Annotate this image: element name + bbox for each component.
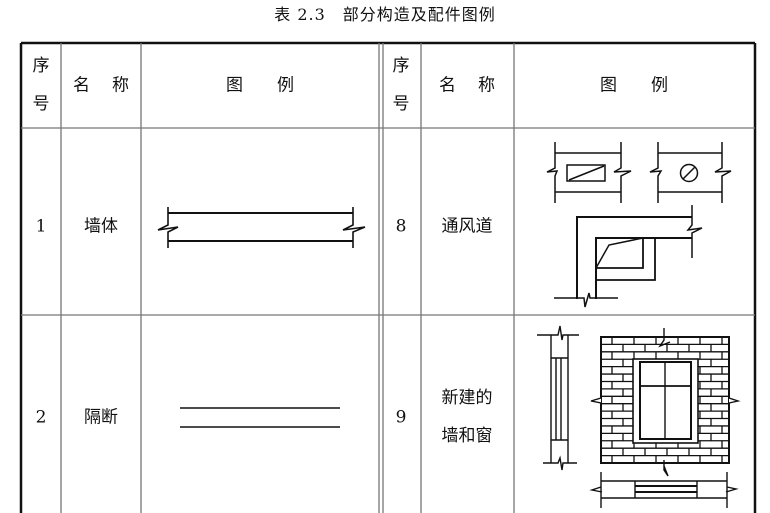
row-name: 新建的墙和窗 <box>442 379 493 455</box>
header-name: 名称 <box>73 77 129 95</box>
ventilation-duct-symbol <box>546 142 732 308</box>
row-name-line1: 新建的 <box>441 388 493 408</box>
header-name-text: 名称 <box>72 75 152 96</box>
header-name-right: 名称 <box>439 77 495 95</box>
header-no: 序号 <box>33 47 50 123</box>
header-no-line1: 序 <box>392 56 410 76</box>
row-name: 通风道 <box>441 216 493 237</box>
wall-symbol <box>157 207 366 248</box>
row-name-line2: 墙和窗 <box>441 426 493 446</box>
row-no: 9 <box>395 407 407 428</box>
header-no-right: 序号 <box>393 47 410 123</box>
row-name: 隔断 <box>84 407 118 428</box>
header-no-line1: 序 <box>32 56 50 76</box>
header-legend-right: 图例 <box>600 77 668 95</box>
partition-symbol <box>180 407 340 428</box>
header-no-line2: 号 <box>32 94 50 114</box>
row-no: 2 <box>35 407 47 428</box>
row-no: 8 <box>395 216 407 237</box>
header-no-line2: 号 <box>392 94 410 114</box>
header-legend-text: 图例 <box>600 75 702 96</box>
table-caption: 表 2.3 部分构造及配件图例 <box>274 5 496 24</box>
header-legend: 图例 <box>226 77 294 95</box>
new-wall-and-window-symbol <box>537 325 741 508</box>
row-name: 墙体 <box>84 216 118 237</box>
row-no: 1 <box>35 216 47 237</box>
header-legend-text: 图例 <box>226 75 328 96</box>
header-name-text: 名称 <box>438 75 518 96</box>
